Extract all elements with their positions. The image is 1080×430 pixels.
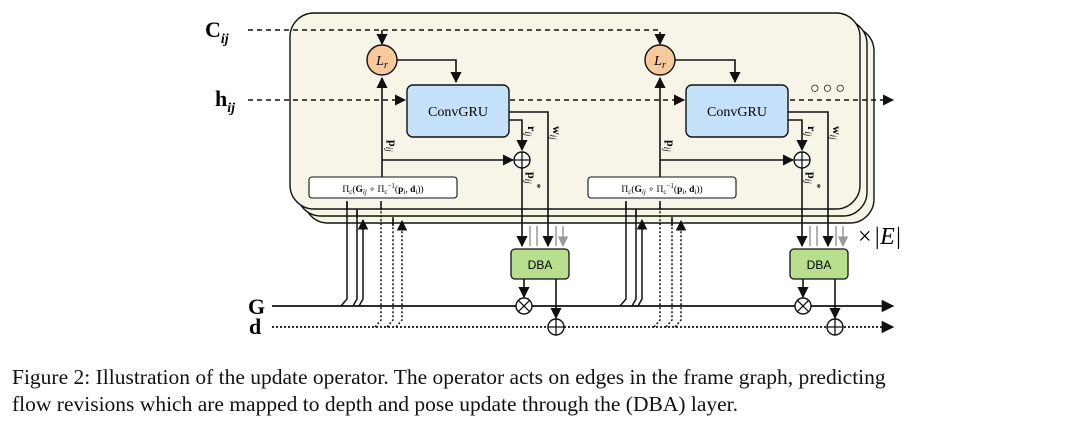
g-into-projection-2 xyxy=(619,202,643,307)
caption-line-2: flow revisions which are mapped to depth… xyxy=(12,392,739,416)
convgru-label-1: ConvGRU xyxy=(428,105,488,120)
dba-box-1 xyxy=(510,248,570,280)
g-label: G xyxy=(248,294,265,319)
g-arrow-1 xyxy=(346,201,363,230)
oplus-sign-2 xyxy=(827,319,843,335)
rij-label-1: rij xyxy=(523,126,539,137)
lr-label-1: Lr xyxy=(375,54,388,71)
rij-arrow-1 xyxy=(509,119,528,152)
c-ij-line xyxy=(248,29,666,46)
figure-caption: Figure 2: Illustration of the update ope… xyxy=(12,364,1072,418)
d-into-projection-1 xyxy=(374,202,403,328)
d-arrow-1 xyxy=(380,201,402,230)
gray-arrows-1 xyxy=(529,226,563,246)
lr-to-convgru-1 xyxy=(397,59,462,84)
projection-box-2 xyxy=(587,176,737,199)
otimes-sign-1 xyxy=(517,299,531,313)
plus-sign-2 xyxy=(794,152,810,168)
rij-arrow-2 xyxy=(788,119,808,152)
d-label: d xyxy=(249,314,261,339)
d-arrow-2 xyxy=(659,201,681,230)
otimes-sign-2 xyxy=(796,299,810,313)
ellipsis-dots: ○○○ xyxy=(810,80,848,97)
pij-label-1: pij xyxy=(384,140,400,152)
wij-label-2: wij xyxy=(828,126,844,140)
g-into-projection-1 xyxy=(340,202,364,307)
update-operator-diagram: Cij hij G d ○○○ Lr ConvGRU Πc(Gij ∘ Πc−1… xyxy=(205,12,901,339)
block-2: Lr ConvGRU Πc(Gij ∘ Πc−1(pi, di)) pij ri… xyxy=(587,44,849,336)
projection-label-2: Πc(Gij ∘ Πc−1(pi, di)) xyxy=(621,182,702,196)
projection-box-1 xyxy=(308,176,458,199)
d-into-projection-2 xyxy=(653,202,682,328)
lr-to-convgru-2 xyxy=(675,59,741,84)
oplus-sign-1 xyxy=(548,319,564,335)
pstar-label-1: pij* xyxy=(523,172,542,189)
plus-sign-1 xyxy=(514,152,530,168)
dba-box-2 xyxy=(789,248,849,280)
block-1: Lr ConvGRU Πc(Gij ∘ Πc−1(pi, di)) pij ri… xyxy=(308,44,570,336)
wij-arrow-2 xyxy=(788,111,834,248)
convgru-box-2 xyxy=(685,84,789,138)
caption-line-1: Figure 2: Illustration of the update ope… xyxy=(12,365,886,389)
h-ij-label: hij xyxy=(215,86,235,116)
dba-label-1: DBA xyxy=(528,258,553,272)
pstar-label-2: pij* xyxy=(803,172,822,189)
repeat-label: ×|E| xyxy=(858,224,901,250)
g-arrow-2 xyxy=(625,201,642,230)
c-ij-label: Cij xyxy=(205,17,229,47)
wij-label-1: wij xyxy=(548,126,564,140)
pij-label-2: pij xyxy=(662,140,678,152)
wij-arrow-1 xyxy=(509,111,554,248)
projection-label-1: Πc(Gij ∘ Πc−1(pi, di)) xyxy=(342,182,423,196)
lr-label-2: Lr xyxy=(653,54,666,71)
convgru-box-1 xyxy=(406,84,510,138)
rij-label-2: rij xyxy=(803,126,819,137)
gray-arrows-2 xyxy=(809,226,843,246)
convgru-label-2: ConvGRU xyxy=(707,105,767,120)
dba-label-2: DBA xyxy=(807,258,832,272)
